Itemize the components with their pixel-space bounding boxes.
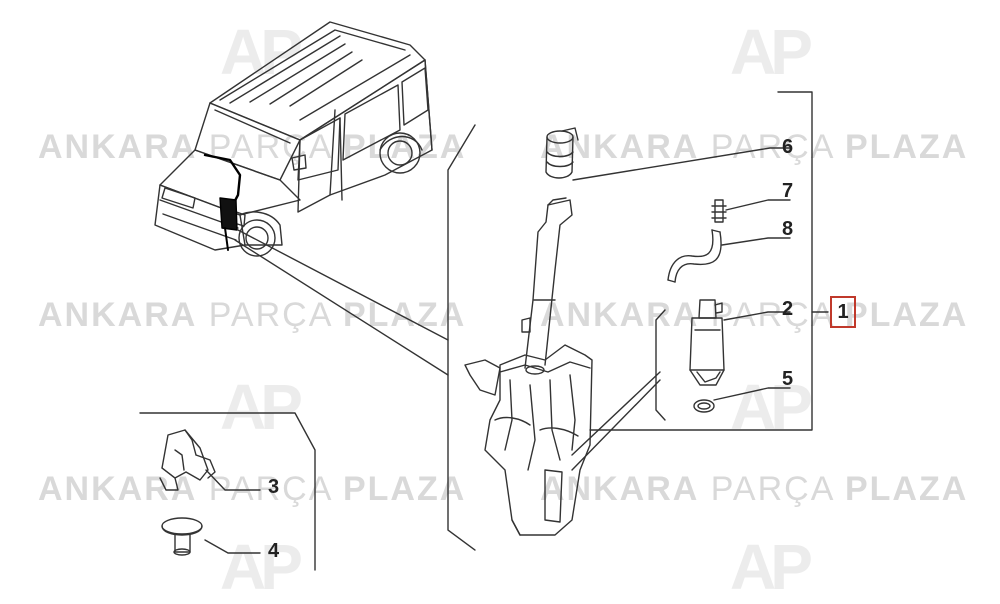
callout-6[interactable]: 6 xyxy=(782,136,794,158)
leader-3 xyxy=(205,469,261,491)
watermark-logo: AP xyxy=(730,531,813,603)
leader-6 xyxy=(572,147,791,181)
callout-8[interactable]: 8 xyxy=(782,218,794,240)
small-parts-bracket xyxy=(139,412,316,571)
watermark-text: ANKARA PARÇA PLAZA xyxy=(38,296,467,334)
group-bracket xyxy=(447,124,476,551)
leader-7 xyxy=(725,199,791,211)
leader-4 xyxy=(204,539,261,554)
projection-line-top xyxy=(237,229,449,341)
leader-8 xyxy=(721,237,791,246)
callout-3[interactable]: 3 xyxy=(268,476,280,498)
watermark-logo: AP xyxy=(220,16,303,88)
leader-2 xyxy=(723,311,791,321)
callout-4[interactable]: 4 xyxy=(268,540,280,562)
callout-5[interactable]: 5 xyxy=(782,368,794,390)
callout-7[interactable]: 7 xyxy=(782,180,794,202)
leader-5 xyxy=(713,387,791,401)
seal-ring xyxy=(693,399,715,413)
washer-hose xyxy=(667,229,722,283)
plug-part xyxy=(161,517,203,556)
projection-line-bottom xyxy=(234,239,449,376)
washer-tank xyxy=(464,344,593,536)
watermark-logo: AP xyxy=(730,16,813,88)
washer-pump xyxy=(689,299,725,386)
watermark-logo: AP xyxy=(730,371,813,443)
filler-neck xyxy=(521,197,573,369)
callout-2[interactable]: 2 xyxy=(782,298,794,320)
hose-connector xyxy=(711,199,727,223)
filler-cap xyxy=(545,127,579,179)
group-1-bracket xyxy=(589,91,813,431)
watermark-text: ANKARA PARÇA PLAZA xyxy=(38,470,467,508)
clip-part xyxy=(159,429,216,491)
watermark-logo: AP xyxy=(220,531,303,603)
watermark-text: ANKARA PARÇA PLAZA xyxy=(540,470,969,508)
watermark-logo: AP xyxy=(220,371,303,443)
callout-1[interactable]: 1 xyxy=(830,296,856,328)
pump-bracket xyxy=(655,309,666,421)
van-illustration xyxy=(154,21,433,257)
